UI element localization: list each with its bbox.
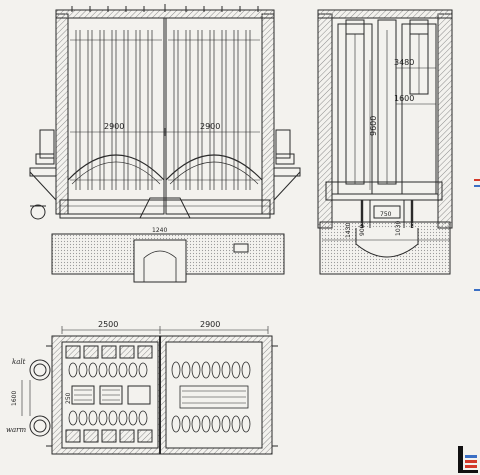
front-tubes-left	[75, 30, 153, 190]
logo-mark	[458, 446, 478, 473]
plan-left-tubes	[68, 362, 148, 426]
side-centre-tube	[377, 19, 397, 185]
side-dim-a: 900	[359, 224, 366, 236]
plan-label-cold: kalt	[12, 358, 26, 366]
side-dim-top: 3480	[394, 58, 414, 67]
plan-dim-right: 2900	[200, 320, 220, 329]
plan-dim-left: 2500	[98, 320, 118, 329]
edge-ticks	[474, 179, 480, 291]
front-right-fitting	[273, 129, 301, 201]
front-left-fitting	[29, 129, 57, 220]
plan-left-cells	[65, 345, 153, 443]
plan-headers	[21, 359, 51, 437]
plan-dim-side-a: 1600	[11, 391, 18, 406]
side-right-bundle	[401, 19, 437, 195]
plan-dim-side-b: 250	[65, 392, 72, 404]
plan-view	[21, 326, 278, 455]
side-dim-c: 1430	[345, 223, 352, 238]
side-dim-inner: 750	[380, 211, 392, 218]
front-view	[29, 4, 301, 283]
side-dim-b: 1030	[395, 221, 402, 236]
front-top-studs	[71, 4, 259, 12]
side-dim-vertical: 9600	[369, 116, 378, 136]
plan-right-tubes	[171, 361, 251, 433]
front-tubes-right	[173, 30, 251, 190]
plan-label-warm: warm	[6, 426, 27, 434]
side-view	[317, 9, 453, 275]
front-dim-bottom: 1240	[152, 227, 167, 234]
side-dim-mid: 1600	[394, 94, 414, 103]
front-dim-left: 2900	[104, 122, 124, 131]
side-left-bundle	[337, 19, 373, 195]
front-dim-right: 2900	[200, 122, 220, 131]
